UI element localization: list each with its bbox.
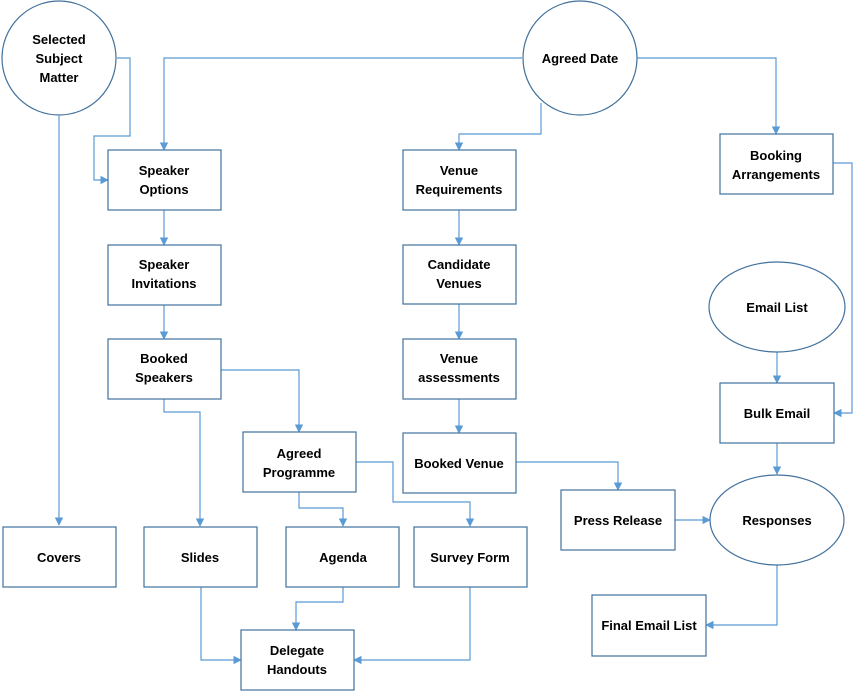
node-responses: Responses bbox=[709, 474, 845, 566]
node-label: Speakers bbox=[135, 370, 193, 385]
node-label: Options bbox=[139, 182, 188, 197]
node-label: Slides bbox=[181, 550, 219, 565]
edge-programme-to-agenda bbox=[298, 492, 348, 527]
node-label: Agenda bbox=[319, 550, 367, 565]
edge-booking-to-bulk bbox=[833, 162, 853, 418]
node-agreed-date: Agreed Date bbox=[522, 0, 638, 116]
edge-survey-to-handouts bbox=[353, 587, 471, 665]
node-label: Speaker bbox=[139, 163, 190, 178]
node-label: Invitations bbox=[131, 276, 196, 291]
node-candidate-venues: Candidate Venues bbox=[402, 244, 517, 305]
node-venue-assessments: Venue assessments bbox=[402, 338, 517, 400]
node-label: Bulk Email bbox=[744, 406, 810, 421]
node-label: Email List bbox=[746, 300, 808, 315]
node-label: Press Release bbox=[574, 513, 662, 528]
node-label: Handouts bbox=[267, 662, 327, 677]
node-label: Final Email List bbox=[601, 618, 697, 633]
edge-booked-to-programme bbox=[221, 369, 304, 433]
node-speaker-invitations: Speaker Invitations bbox=[107, 244, 222, 306]
node-press-release: Press Release bbox=[560, 489, 676, 551]
node-label: Arrangements bbox=[732, 167, 820, 182]
node-label: Speaker bbox=[139, 257, 190, 272]
node-booking-arrangements: Booking Arrangements bbox=[719, 133, 834, 195]
connectors bbox=[54, 57, 853, 665]
node-covers: Covers bbox=[2, 526, 117, 588]
node-survey-form: Survey Form bbox=[413, 526, 528, 588]
node-label: Selected bbox=[32, 32, 86, 47]
node-label: Subject bbox=[36, 51, 84, 66]
node-label: Agreed bbox=[277, 446, 322, 461]
node-label: Programme bbox=[263, 465, 335, 480]
edge-slides-to-handouts bbox=[200, 587, 242, 665]
edge-responses-to-final bbox=[705, 565, 778, 630]
node-label: Delegate bbox=[270, 643, 324, 658]
node-label: Responses bbox=[742, 513, 811, 528]
node-agenda: Agenda bbox=[285, 526, 400, 588]
edge-date-to-booking bbox=[637, 57, 781, 135]
node-label: Agreed Date bbox=[542, 51, 619, 66]
edge-programme-to-survey bbox=[356, 461, 475, 527]
node-label: Requirements bbox=[416, 182, 503, 197]
node-booked-speakers: Booked Speakers bbox=[107, 338, 222, 400]
edge-date-to-speaker-options bbox=[159, 57, 522, 151]
node-label: Venues bbox=[436, 276, 482, 291]
node-agreed-programme: Agreed Programme bbox=[242, 431, 357, 493]
node-final-email-list: Final Email List bbox=[591, 594, 707, 657]
node-label: Survey Form bbox=[430, 550, 509, 565]
node-booked-venue: Booked Venue bbox=[402, 432, 517, 494]
node-label: assessments bbox=[418, 370, 500, 385]
node-label: Covers bbox=[37, 550, 81, 565]
node-label: Matter bbox=[39, 70, 78, 85]
node-label: Booked bbox=[140, 351, 188, 366]
node-bulk-email: Bulk Email bbox=[719, 382, 835, 444]
edge-agenda-to-handouts bbox=[291, 587, 344, 631]
edge-subject-to-speaker-options bbox=[93, 57, 131, 185]
node-delegate-handouts: Delegate Handouts bbox=[240, 629, 355, 691]
node-email-list: Email List bbox=[708, 261, 846, 353]
node-label: Booking bbox=[750, 148, 802, 163]
node-label: Booked Venue bbox=[414, 456, 504, 471]
node-label: Venue bbox=[440, 163, 478, 178]
node-slides: Slides bbox=[143, 526, 258, 588]
node-speaker-options: Speaker Options bbox=[107, 149, 222, 211]
edge-booked-venue-to-press bbox=[516, 461, 623, 491]
node-label: Candidate bbox=[428, 257, 491, 272]
edge-date-to-venue-requirements bbox=[454, 103, 542, 151]
node-selected-subject-matter: Selected Subject Matter bbox=[1, 0, 117, 116]
node-label: Venue bbox=[440, 351, 478, 366]
edge-booked-to-slides bbox=[163, 399, 205, 527]
node-venue-requirements: Venue Requirements bbox=[402, 149, 517, 211]
